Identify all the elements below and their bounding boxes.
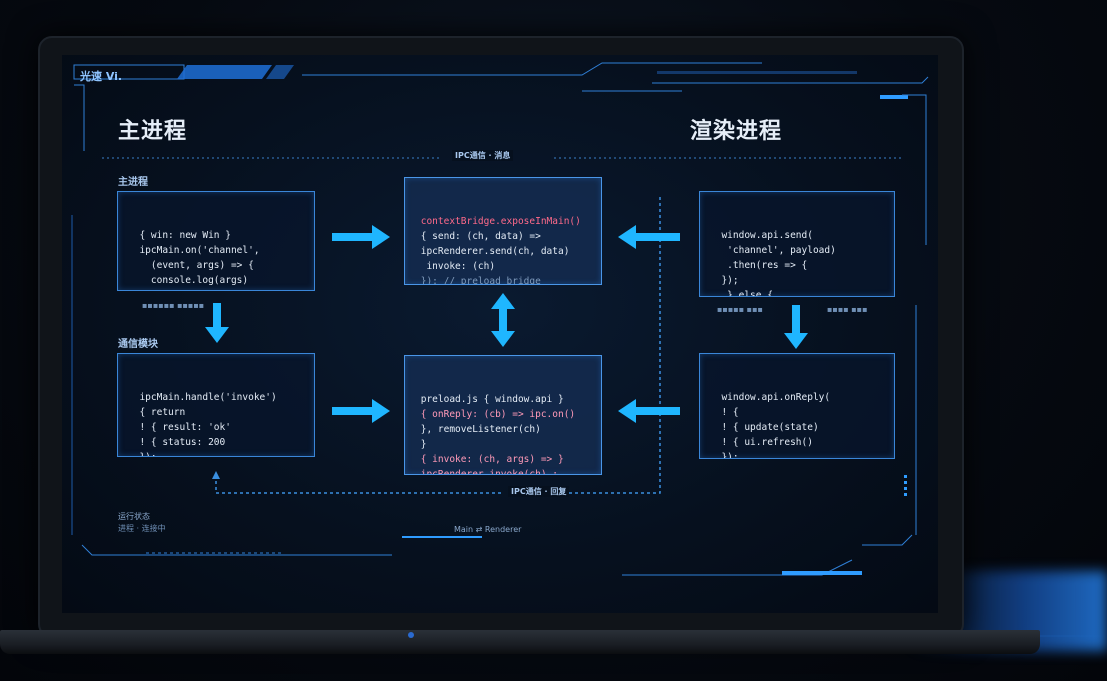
- code-line: event.reply('res', data): [128, 288, 304, 290]
- code-line: ! { update(state): [710, 422, 819, 433]
- footer-center-label: Main ⇄ Renderer: [454, 525, 522, 534]
- arrow-right-icon: [332, 399, 390, 423]
- arrow-bidirectional-icon: [491, 293, 515, 347]
- code-line: }: [415, 439, 427, 450]
- code-line: ipcMain.on('channel',: [128, 245, 260, 256]
- top-channel-label: IPC通信 · 消息: [452, 150, 514, 161]
- arrow-down-icon: [784, 305, 808, 349]
- main-handler-code-panel: ipcMain.handle('invoke') { return ! { re…: [117, 353, 315, 457]
- code-line: .then(res => {: [710, 260, 808, 271]
- main-box-caption: ▪▪▪▪▪▪ ▪▪▪▪▪: [142, 301, 205, 310]
- code-line: contextBridge.exposeInMain(): [415, 216, 581, 227]
- code-line: window.api.send(: [710, 230, 813, 241]
- laptop-base: [0, 630, 1040, 654]
- arrow-left-icon: [618, 399, 680, 423]
- code-line: });: [710, 452, 739, 459]
- code-line: console.log(args): [128, 275, 249, 286]
- code-line: ! { result: 'ok': [128, 422, 231, 433]
- code-line: ! {: [710, 407, 739, 418]
- main-process-title: 主进程: [118, 119, 188, 144]
- hud-frame-decoration: [71, 62, 929, 576]
- code-line: ! { ui.refresh(): [710, 437, 813, 448]
- renderer-process-title: 渲染进程: [690, 119, 783, 144]
- arrow-left-icon: [618, 225, 680, 249]
- preload-bridge-code-panel: contextBridge.exposeInMain() { send: (ch…: [404, 177, 602, 285]
- code-line: ipcRenderer.send(ch, data): [415, 246, 570, 257]
- arrow-down-icon: [205, 303, 229, 343]
- renderer-box-caption-left: ▪▪▪▪▪ ▪▪▪: [717, 305, 763, 314]
- code-line: });: [710, 275, 739, 286]
- laptop-screen: 光速 Vi. 主进程 渲染进程 IPC通信 · 消息 主进程 通信模块 { wi…: [62, 55, 938, 613]
- code-line: }); // preload bridge: [415, 276, 541, 285]
- code-line: invoke: (ch): [415, 261, 496, 272]
- preload-api-code-panel: preload.js { window.api } { onReply: (cb…: [404, 355, 602, 475]
- code-line: { win: new Win }: [128, 230, 231, 241]
- main-process-code-panel: { win: new Win } ipcMain.on('channel', (…: [117, 191, 315, 291]
- code-line: } else {: [710, 290, 773, 297]
- code-line: { onReply: (cb) => ipc.on(): [415, 409, 576, 420]
- code-line: preload.js { window.api }: [415, 394, 564, 405]
- comm-section-label: 通信模块: [118, 339, 158, 350]
- footer-status-label: 运行状态: [118, 512, 150, 521]
- code-line: ipcMain.handle('invoke'): [128, 392, 277, 403]
- code-line: window.api.onReply(: [710, 392, 831, 403]
- code-line: ! { status: 200: [128, 437, 226, 448]
- code-line: ipcRenderer.invoke(ch) ;: [415, 469, 558, 475]
- renderer-box-caption-right: ▪▪▪▪ ▪▪▪: [827, 305, 868, 314]
- code-line: 'channel', payload): [710, 245, 836, 256]
- code-line: });: [128, 450, 304, 456]
- laptop-notch: [408, 632, 414, 638]
- code-line: { send: (ch, data) =>: [415, 231, 541, 242]
- brand-logo-text: 光速 Vi.: [80, 70, 123, 83]
- renderer-send-code-panel: window.api.send( 'channel', payload) .th…: [699, 191, 895, 297]
- bottom-channel-label: IPC通信 · 回复: [508, 486, 570, 497]
- code-line: { return: [128, 407, 186, 418]
- code-line: { invoke: (ch, args) => }: [415, 454, 564, 465]
- arrow-right-icon: [332, 225, 390, 249]
- code-line: (event, args) => {: [128, 260, 254, 271]
- renderer-reply-code-panel: window.api.onReply( ! { ! { update(state…: [699, 353, 895, 459]
- main-section-label: 主进程: [118, 177, 148, 188]
- footer-status-value: 进程 · 连接中: [118, 524, 166, 533]
- code-line: }, removeListener(ch): [415, 424, 541, 435]
